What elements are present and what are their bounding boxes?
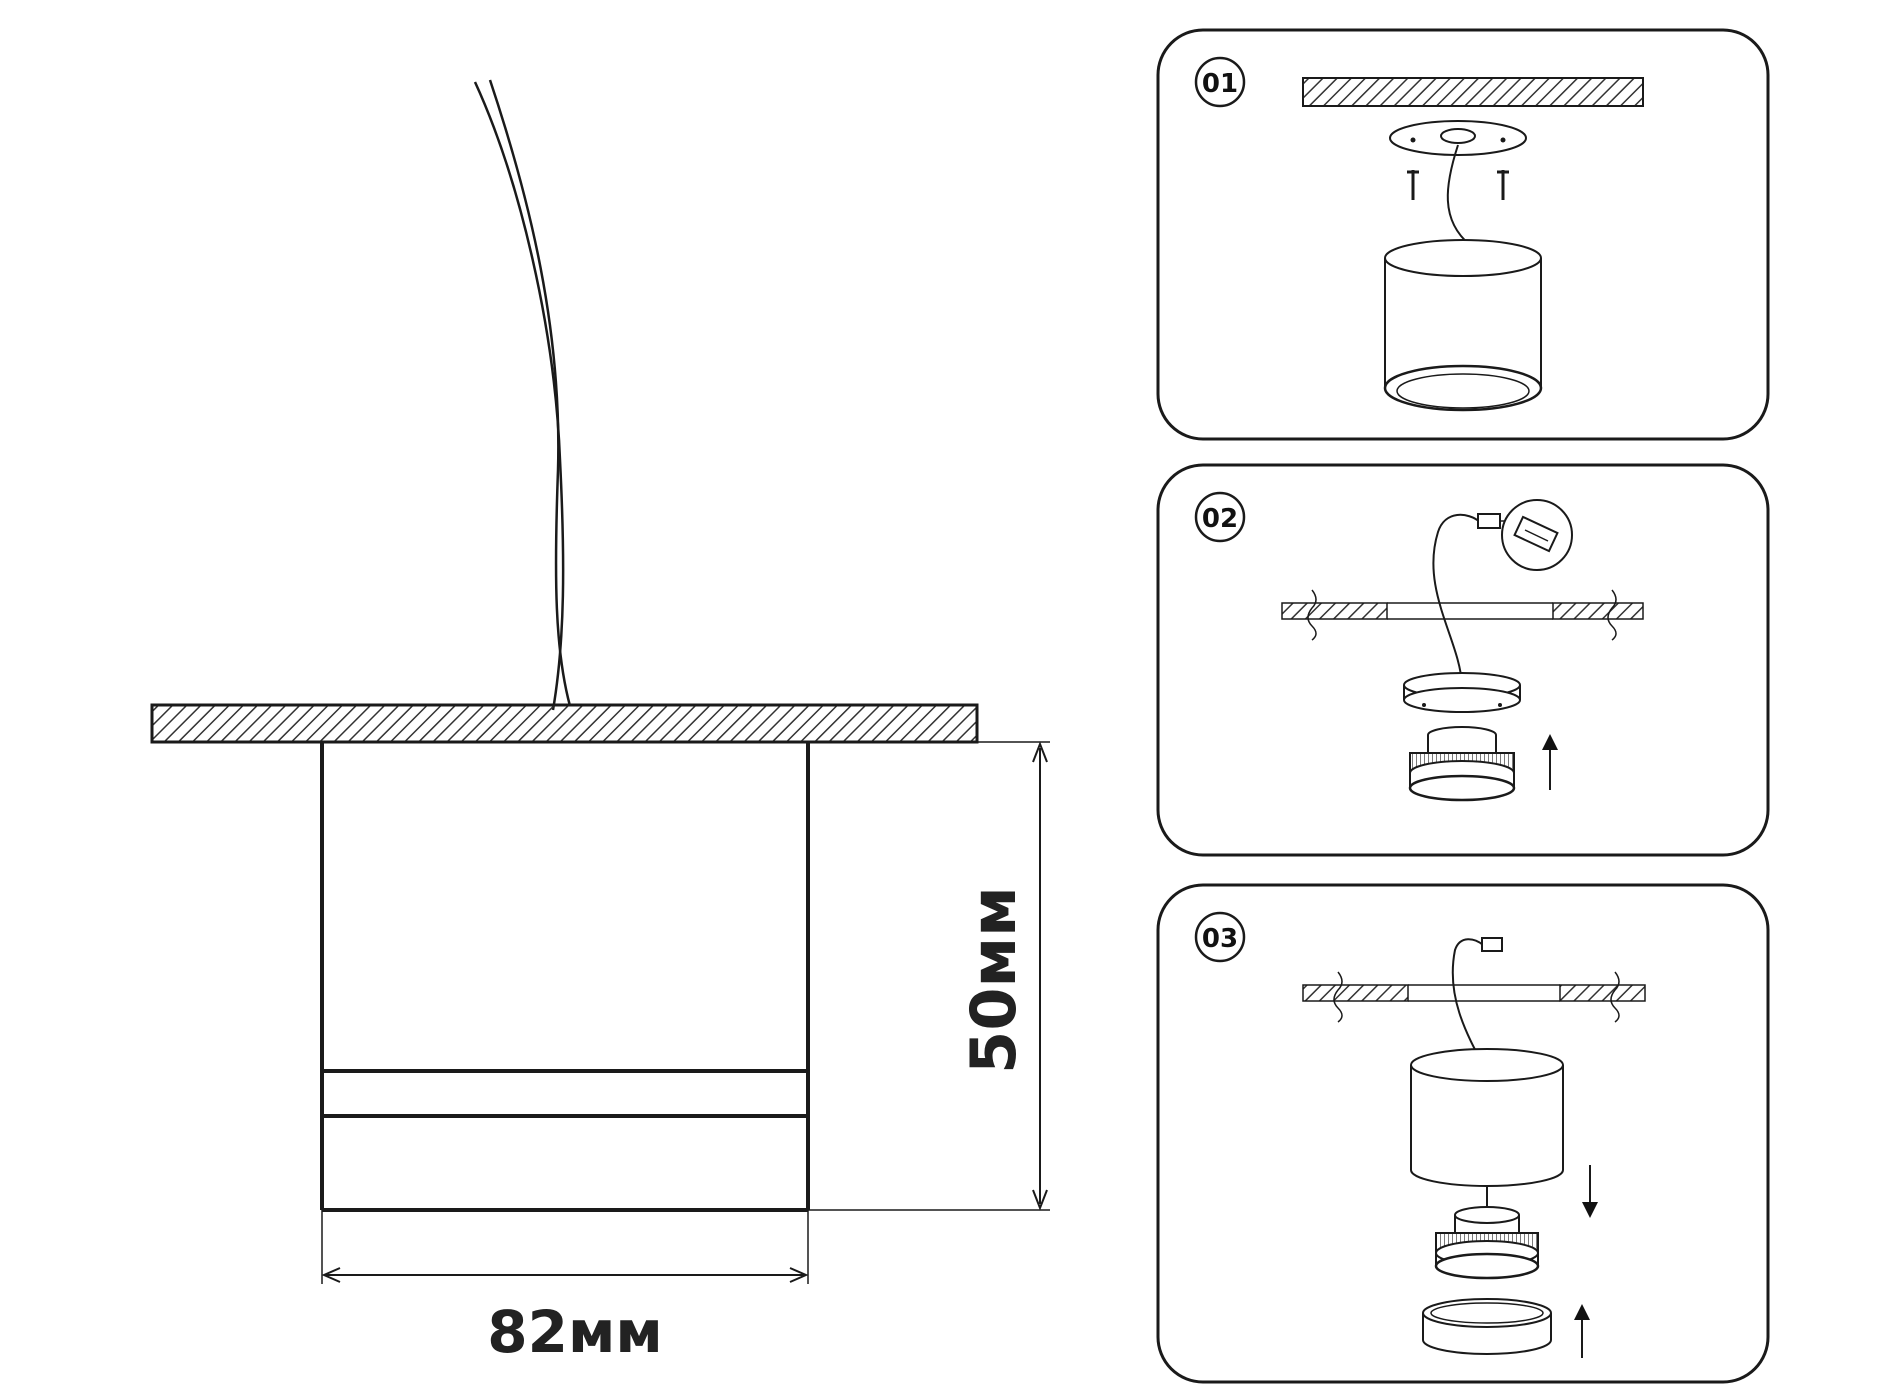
screw-icon xyxy=(1407,170,1419,200)
width-dimension xyxy=(321,1210,809,1284)
diffuser-ring xyxy=(1422,1298,1552,1355)
main-drawing: 50мм 82мм xyxy=(150,79,1050,1366)
connector-icon xyxy=(1481,937,1503,952)
light-module xyxy=(1408,726,1516,802)
width-label: 82мм xyxy=(487,1298,663,1366)
height-label: 50мм xyxy=(957,886,1030,1074)
step-2-number: 02 xyxy=(1202,504,1238,534)
step-2-panel: 02 xyxy=(1156,463,1770,857)
connector-icon xyxy=(1477,513,1501,529)
ceiling xyxy=(150,703,979,744)
canopy xyxy=(1403,672,1521,713)
step-3-panel: 03 xyxy=(1156,883,1770,1384)
power-cable-strand xyxy=(488,79,572,707)
step-1-badge xyxy=(1194,56,1246,108)
ceiling xyxy=(1302,77,1644,107)
step-1-panel: 01 xyxy=(1156,28,1770,441)
height-dimension xyxy=(808,741,1050,1211)
step-3-number: 03 xyxy=(1202,924,1238,954)
screw-icon xyxy=(1497,170,1509,200)
lamp-body xyxy=(320,742,810,1212)
step-3-badge xyxy=(1194,911,1246,963)
step-1-number: 01 xyxy=(1202,69,1238,99)
lamp-cylinder xyxy=(1410,1048,1564,1187)
lamp-cylinder xyxy=(1383,239,1543,412)
light-module xyxy=(1434,1206,1540,1280)
step-2-badge xyxy=(1194,491,1246,543)
